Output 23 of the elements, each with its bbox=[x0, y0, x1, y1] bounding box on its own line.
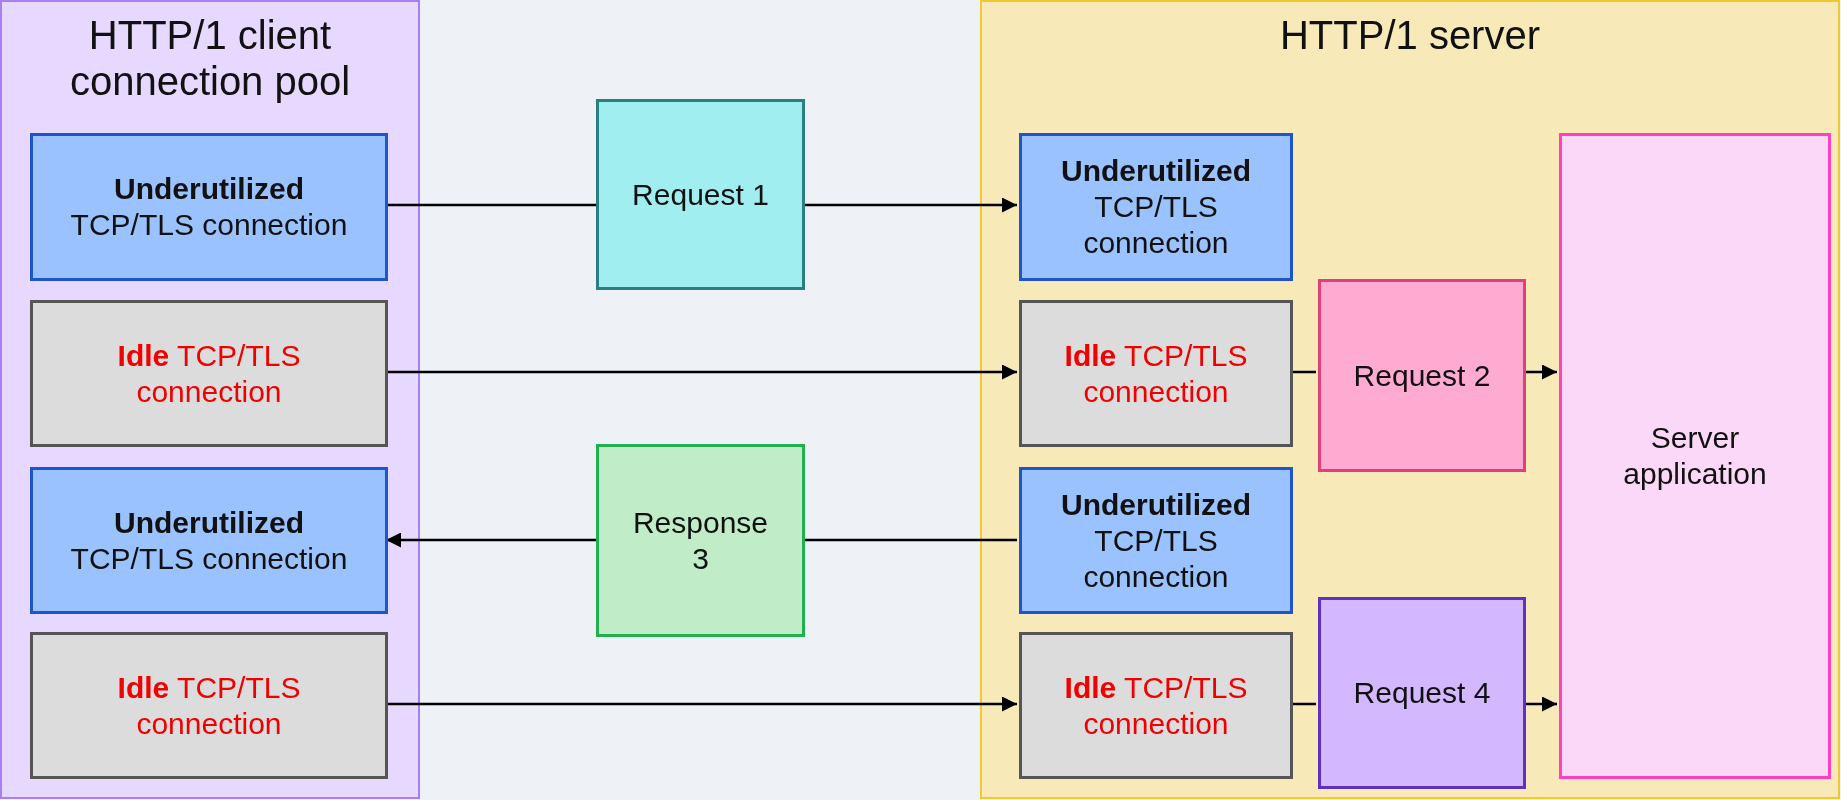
arrow bbox=[386, 696, 1017, 712]
arrow bbox=[386, 532, 596, 548]
group-panel bbox=[980, 0, 1840, 799]
process-box: Request 2 bbox=[1318, 279, 1526, 472]
process-box: Request 1 bbox=[596, 99, 805, 290]
process-box: Idle TCP/TLS connection bbox=[1019, 300, 1293, 447]
process-box: Request 4 bbox=[1318, 597, 1526, 789]
arrow bbox=[386, 364, 1017, 380]
arrow bbox=[1524, 696, 1557, 712]
process-box: Idle TCP/TLS connection bbox=[30, 300, 388, 447]
process-box: Idle TCP/TLS connection bbox=[1019, 632, 1293, 779]
arrow bbox=[1524, 364, 1557, 380]
panel-title: HTTP/1 server bbox=[1278, 12, 1541, 58]
process-box: Underutilized TCP/TLS connection bbox=[1019, 467, 1293, 614]
process-box: Idle TCP/TLS connection bbox=[30, 632, 388, 779]
process-box: Server application bbox=[1559, 133, 1831, 779]
process-box: Underutilized TCP/TLS connection bbox=[30, 133, 388, 281]
group-panel bbox=[0, 0, 420, 799]
process-box: Response 3 bbox=[596, 444, 805, 637]
panel-title: HTTP/1 client connection pool bbox=[68, 12, 352, 104]
process-box: Underutilized TCP/TLS connection bbox=[1019, 133, 1293, 281]
process-box: Underutilized TCP/TLS connection bbox=[30, 467, 388, 614]
arrow bbox=[805, 197, 1017, 213]
